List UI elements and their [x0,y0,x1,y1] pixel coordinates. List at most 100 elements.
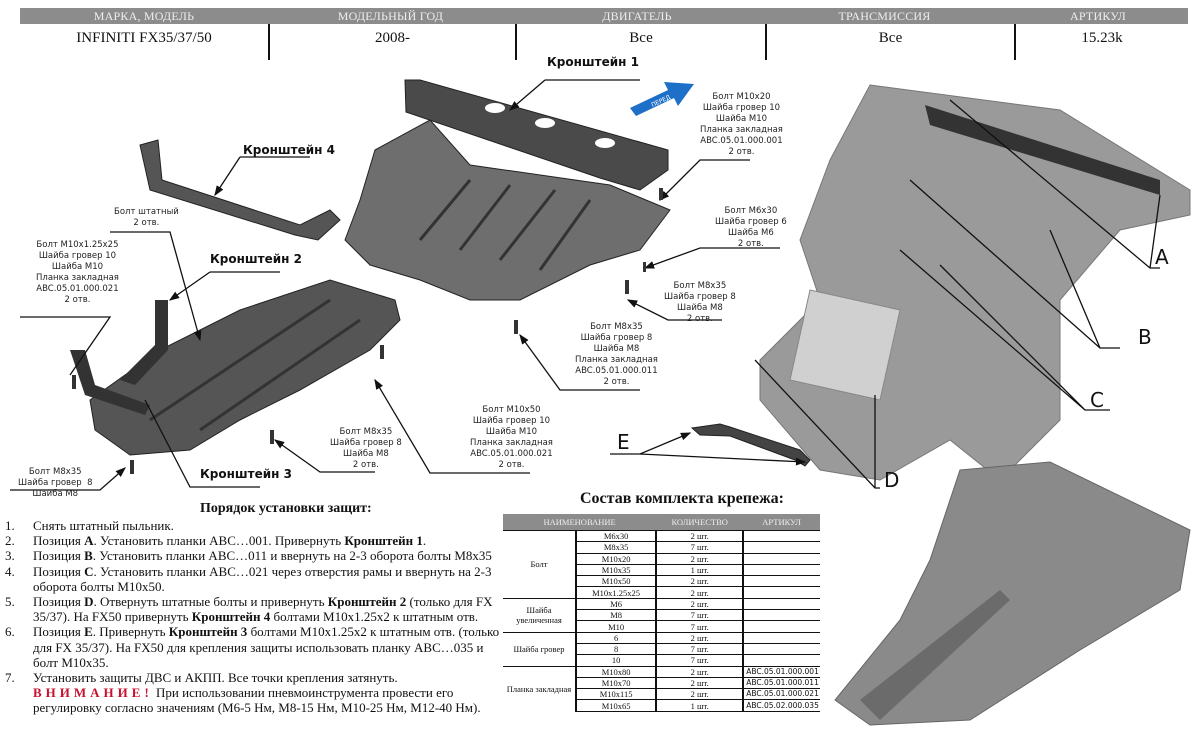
step-number: 5. [5,594,15,610]
step-text: . [422,533,427,549]
kit-size: М10 [574,620,657,633]
kit-quantity: 7 шт. [655,654,744,667]
step-text: Позиция [33,594,85,610]
installed-guards-detail [860,590,1010,720]
kit-table-header: НАИМЕНОВАНИЕ КОЛИЧЕСТВО АРТИКУЛ [503,514,820,531]
step-number: 2. [5,533,15,549]
bracket-1-part [404,79,669,191]
callout-bolt-m10x50: Болт М10х50 Шайба гровер 10 Шайба М10 Пл… [470,405,553,470]
kit-article [742,586,820,599]
car-underbody-view [759,84,1191,481]
position-letter-d: D [884,468,900,492]
kit-article: ABC.05.02.000.035 [742,699,820,712]
position-letter-a: A [1155,245,1169,269]
step-text: (только для FX 35/37). На FX50 привернут… [33,594,493,625]
label-bracket-1: Кронштейн 1 [547,55,639,69]
forward-direction-arrow-icon: ПЕРЕД [630,82,694,116]
step-number: 1. [5,518,15,533]
step-emphasis: Кронштейн 1 [344,533,423,549]
step-number: 7. [5,670,15,686]
value-article: 15.23k [1014,24,1188,60]
kit-size: 6 [574,631,657,644]
step-text: . Установить планки АВС…011 и ввернуть н… [92,548,492,564]
bracket-hole [535,118,555,128]
step-number: 3. [5,548,15,564]
warning-text: При использовании пневмоинструмента пров… [33,685,481,716]
callout-bolt-m10x20: Болт М10х20 Шайба гровер 10 Шайба М10 Пл… [700,92,783,157]
step-text: Позиция [33,533,85,549]
header-engine: ДВИГАТЕЛЬ [602,9,672,23]
step-emphasis: С [84,563,94,579]
kit-group-name: Шайба гровер [503,631,576,667]
label-bracket-4: Кронштейн 4 [243,143,335,157]
leader-lines [10,79,1161,491]
step-text: Снять штатный пыльник. [33,518,174,533]
callout-bolt-m10x125x25: Болт М10х1.25х25 Шайба гровер 10 Шайба М… [36,240,119,305]
kit-quantity: 1 шт. [655,564,744,577]
step-emphasis: Кронштейн 2 [327,594,407,610]
bracket-e-part [690,423,811,467]
kit-size: М6х30 [574,529,657,543]
kit-quantity: 2 шт. [655,553,744,565]
header-make-model: МАРКА, МОДЕЛЬ [93,9,195,23]
step-text: Установить защиты ДВС и АКПП. Все точки … [33,670,398,686]
kit-group-name: Шайба увеличенная [503,597,576,633]
car-underbody-detail [925,105,1160,195]
header-article: АРТИКУЛ [1070,9,1126,23]
kit-size: М10х70 [574,677,657,690]
kit-header-article: АРТИКУЛ [743,514,820,531]
step-emphasis: Кронштейн 3 [168,624,248,640]
vehicle-info-table: МАРКА, МОДЕЛЬ МОДЕЛЬНЫЙ ГОД ДВИГАТЕЛЬ ТР… [20,8,1188,60]
kit-quantity: 7 шт. [655,609,744,622]
kit-quantity: 2 шт. [655,677,744,690]
kit-group-name: Планка закладная [503,665,576,712]
step-text: . Отвернуть штатные болты и привернуть [93,594,328,610]
callout-bolt-m8x35-mid: Болт М8х35 Шайба гровер 8 Шайба М8 2 отв… [330,427,402,470]
callout-bolt-m8x35-plank: Болт М8х35 Шайба гровер 8 Шайба М8 Планк… [575,322,658,387]
value-transmission: Все [765,24,1014,60]
vehicle-info-values-row: INFINITI FX35/37/50 2008- Все Все 15.23k [20,24,1188,60]
kit-article: ABC.05.01.000.001 [742,665,820,678]
instruction-step: 5.Позиция D. Отвернуть штатные болты и п… [5,594,500,624]
kit-article [742,541,820,554]
kit-quantity: 7 шт. [655,541,744,554]
step-text: Позиция [33,624,85,640]
kit-header-name: НАИМЕНОВАНИЕ [503,514,657,531]
kit-quantity: 2 шт. [655,631,744,644]
callout-bolt-m6x30: Болт М6х30 Шайба гровер 6 Шайба М6 2 отв… [715,206,787,249]
kit-size: М10х115 [574,688,657,701]
step-text: болтами М10х1.25х2 к штатным отв. [270,609,479,625]
instruction-step: 7. Установить защиты ДВС и АКПП. Все точк… [5,670,500,716]
value-engine: Все [515,24,765,60]
gearbox-guard-part [89,279,401,456]
label-bracket-3: Кронштейн 3 [200,467,292,481]
kit-size: М10х65 [574,699,657,712]
kit-quantity: 2 шт. [655,529,744,543]
kit-quantity: 2 шт. [655,665,744,678]
vehicle-info-header-row: МАРКА, МОДЕЛЬ МОДЕЛЬНЫЙ ГОД ДВИГАТЕЛЬ ТР… [20,8,1188,24]
label-bracket-2: Кронштейн 2 [210,252,302,266]
kit-quantity: 2 шт. [655,688,744,701]
gearbox-guard-ribs [149,298,361,432]
step-text: Позиция [33,563,85,579]
callout-bolt-m8x35-right: Болт М8х35 Шайба гровер 8 Шайба М8 2 отв… [664,281,736,324]
header-transmission: ТРАНСМИССИЯ [838,9,931,23]
header-model-year: МОДЕЛЬНЫЙ ГОД [337,9,444,23]
kit-article [742,609,820,622]
step-emphasis: В [84,548,93,564]
bracket-4-part [139,139,341,241]
kit-group-name: Болт [503,530,576,599]
kit-article [742,597,820,611]
value-model-year: 2008- [268,24,515,60]
kit-article [742,553,820,565]
